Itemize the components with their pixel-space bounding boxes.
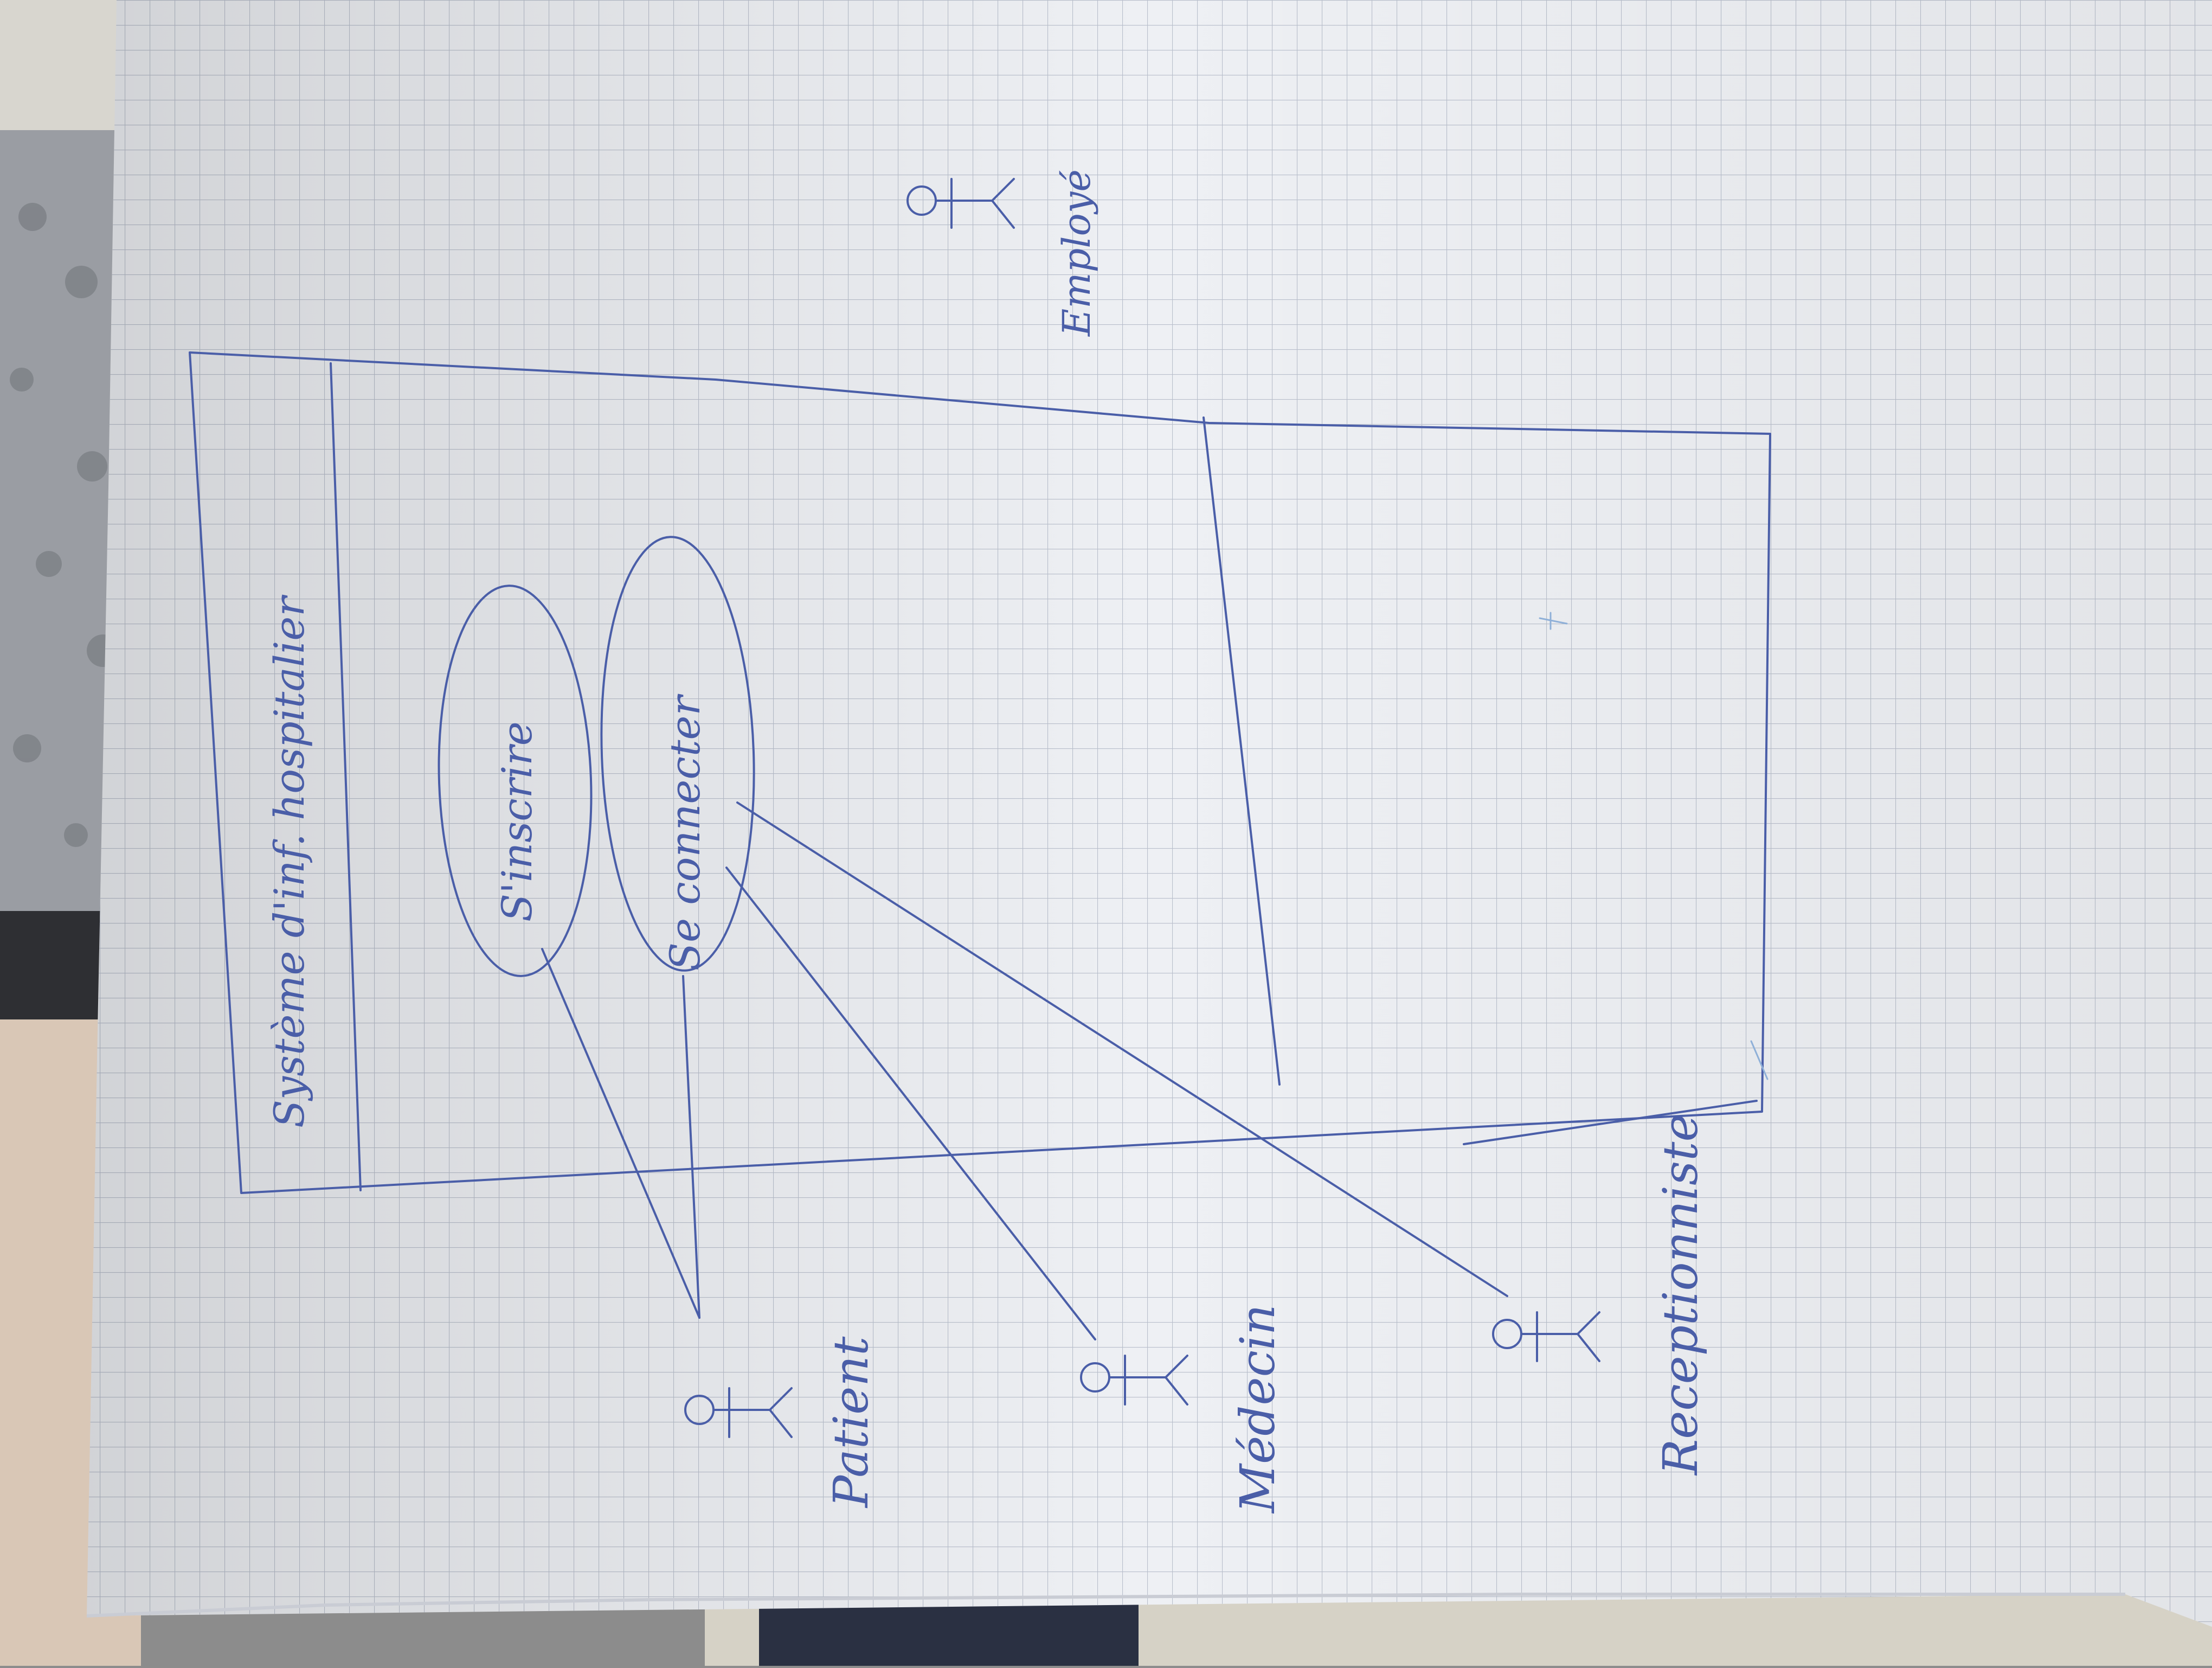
system-title: Système d'inf. hospitalier bbox=[265, 594, 313, 1128]
use-case-register-label: S'inscrire bbox=[493, 721, 541, 922]
assoc-patient-login bbox=[682, 975, 700, 1319]
assoc-extra-line bbox=[1463, 1100, 1758, 1145]
assoc-medecin-login bbox=[725, 867, 1096, 1340]
paper-sheet bbox=[86, 0, 2212, 1627]
system-boundary bbox=[189, 351, 1771, 1194]
actor-employe-figure bbox=[906, 178, 1015, 229]
title-underline bbox=[330, 362, 362, 1191]
use-case-login-oval bbox=[600, 536, 755, 972]
boundary-inner-line bbox=[1203, 416, 1281, 1086]
assoc-receptionniste-login bbox=[736, 801, 1508, 1297]
assoc-patient-register bbox=[541, 948, 700, 1319]
actor-employe-label: Employé bbox=[1054, 169, 1099, 337]
actor-medecin-figure bbox=[1080, 1355, 1188, 1406]
use-case-register-oval bbox=[438, 585, 593, 977]
actor-receptionniste-label: Receptionniste bbox=[1652, 1113, 1708, 1476]
use-case-diagram bbox=[189, 178, 1771, 1438]
actor-patient-figure bbox=[684, 1387, 793, 1438]
actor-patient-label: Patient bbox=[823, 1336, 879, 1509]
actor-receptionniste-figure bbox=[1492, 1311, 1600, 1362]
use-case-login-label: Se connecter bbox=[661, 694, 709, 971]
pencil-mark-2 bbox=[1750, 1040, 1769, 1080]
actor-medecin-label: Médecin bbox=[1230, 1304, 1285, 1514]
pencil-mark bbox=[1539, 612, 1568, 630]
